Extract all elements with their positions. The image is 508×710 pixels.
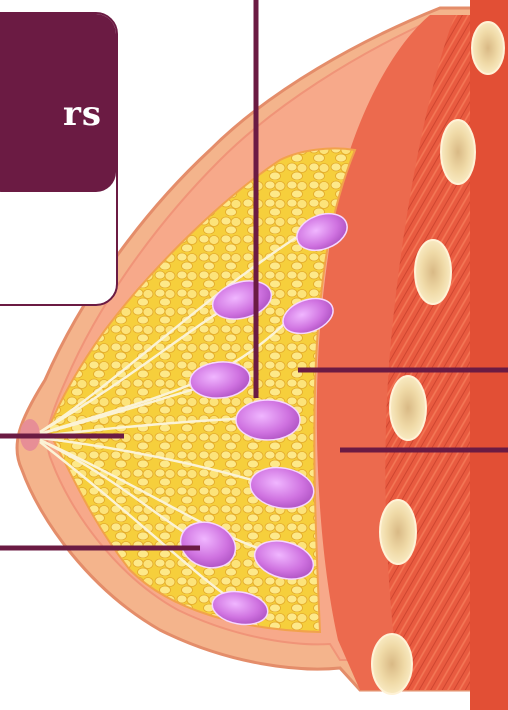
label-callout-box: rs — [0, 12, 118, 306]
callout-header: rs — [0, 14, 116, 192]
rib-column — [470, 0, 508, 710]
callout-title: rs — [63, 94, 102, 134]
